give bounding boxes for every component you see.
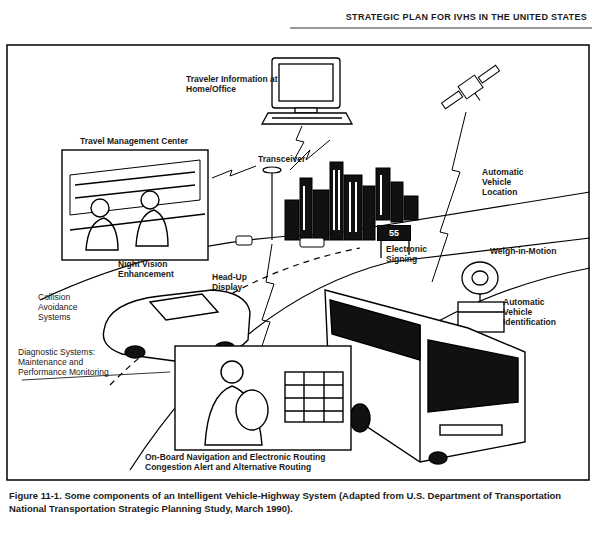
driver-cockpit-part [323,372,324,422]
driver-cockpit-part [285,410,343,411]
skyline-windows-part [333,170,335,230]
satellite-part [441,91,462,109]
driver-cockpit-part [285,384,343,385]
component-label: Electronic Signing [386,244,438,264]
figure-caption: Figure 11-1. Some components of an Intel… [9,489,587,515]
component-label: On-Board Navigation and Electronic Routi… [145,452,363,472]
skyline-windows-part [355,182,357,232]
city-skyline-part [404,196,418,220]
city-skyline-part [344,175,362,240]
management-center-part [86,218,118,250]
computer-monitor-part [295,108,317,113]
component-label: Automatic Vehicle Location [482,167,534,197]
driver-cockpit-part [303,372,304,422]
figure-frame-part [7,45,589,480]
component-label: Night Vision Enhancement [118,259,186,279]
management-center-part [70,214,205,230]
roads-part [130,238,590,470]
city-skyline-part [285,200,299,240]
vehicle-identification-reader-part [458,311,504,312]
satellite-part [475,93,480,100]
car-part [125,346,145,358]
figure-frame [7,45,589,480]
driver-cockpit-part [236,390,268,430]
component-label: Transceiver [258,154,328,164]
driver-cockpit-part [221,361,243,383]
vehicle-identification-reader-part [462,262,498,294]
transceiver-mast-part [263,167,281,173]
radio-links-part [432,112,466,282]
small-cars [236,236,324,247]
satellite-part [478,65,499,83]
bus-part [325,290,525,462]
component-label: Head-Up Display [212,272,258,292]
component-label: Diagnostic Systems: Maintenance and Perf… [18,347,130,377]
city-skyline [285,162,418,240]
driver-cockpit-part [285,397,343,398]
sign-text: 55 [378,226,410,240]
driver-cockpit-part [175,346,351,450]
radio-links-part [262,244,274,346]
speed-sign: 55 [377,225,411,241]
component-label: Travel Management Center [80,136,220,146]
city-skyline-part [363,186,375,240]
transceiver-mast [263,167,281,240]
vehicle-identification-reader [458,262,504,332]
computer-monitor-part [272,117,342,118]
bus-part [350,404,370,432]
management-center-part [75,185,195,198]
skyline-windows-part [380,175,382,215]
skyline-windows-part [303,186,305,230]
driver-cockpit [175,346,351,450]
vehicle-identification-reader-part [472,271,488,285]
page-header: STRATEGIC PLAN FOR IVHS IN THE UNITED ST… [346,12,587,22]
driver-cockpit-part [285,372,343,422]
management-center-part [141,191,159,209]
vehicle-identification-reader-part [479,294,480,302]
satellite [439,62,507,120]
management-center-part [91,199,109,217]
management-center-part [136,210,168,246]
bus-part [440,425,502,435]
skyline-windows-part [349,182,351,232]
computer-monitor-part [262,113,352,124]
skyline-windows [303,170,382,232]
city-skyline-part [376,168,390,220]
management-center-part [75,172,195,185]
bus-part [429,452,447,464]
computer-monitor-part [279,64,333,101]
computer-monitor-part [272,58,340,108]
bus-part [419,325,420,462]
car-part [150,294,218,320]
bus [325,290,525,464]
city-skyline-part [313,190,329,240]
transceiver-mast-part [271,172,272,240]
component-label: Weigh-in-Motion [490,246,580,256]
city-skyline-part [330,162,343,240]
management-center [62,150,208,260]
bus-part [428,340,518,412]
city-skyline-part [300,178,312,240]
management-center-part [62,150,208,260]
small-cars-part [236,236,252,245]
sign-posts-part [380,240,381,258]
component-label: Automatic Vehicle Identification [503,297,575,327]
component-label: Collision Avoidance Systems [38,292,100,322]
computer-monitor [262,58,352,124]
small-cars-part [300,238,324,247]
skyline-windows-part [338,170,340,230]
component-label: Traveler Information at Home/Office [186,74,284,94]
header-rule-part [290,27,592,28]
header-rule [290,27,592,28]
radio-links-part [212,166,256,178]
city-skyline-part [391,182,403,222]
management-center-part [70,160,200,215]
